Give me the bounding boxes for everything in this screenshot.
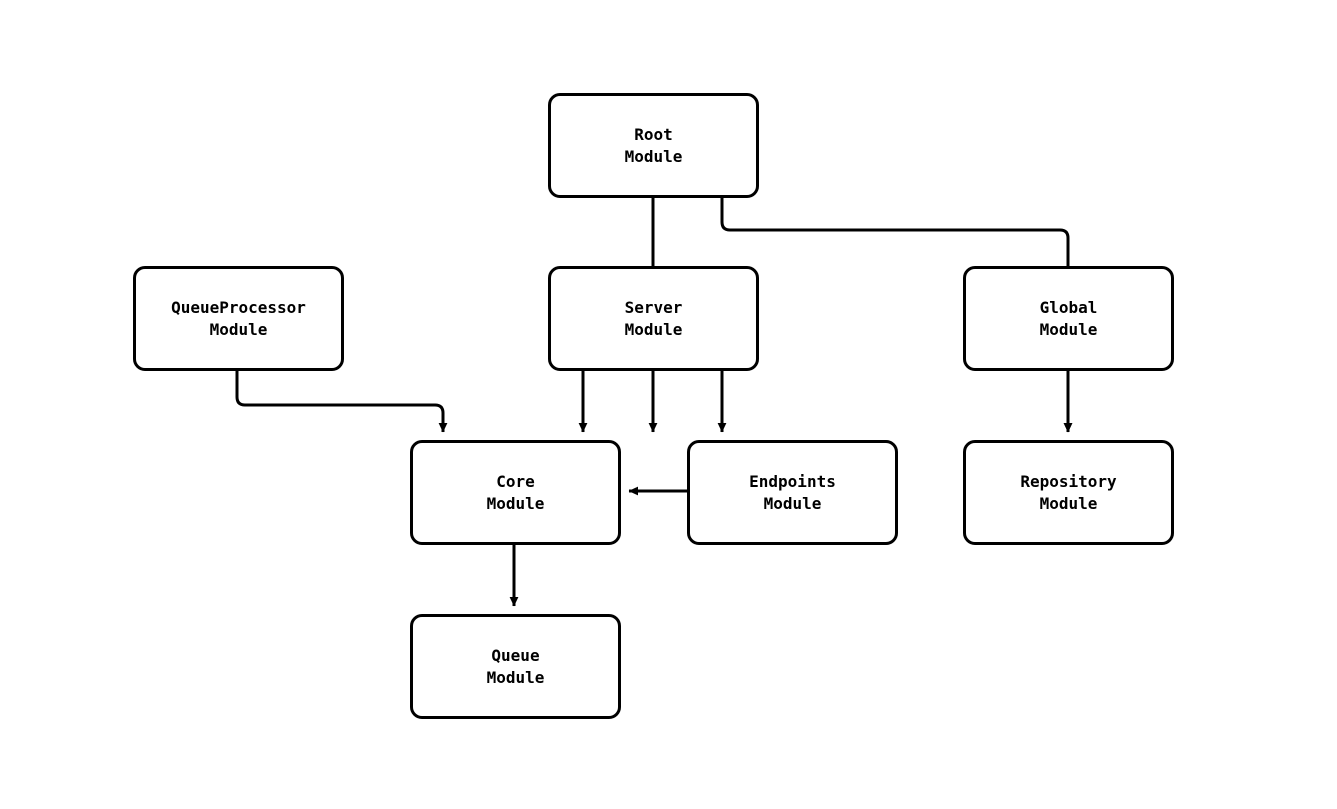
node-label-root: Root Module (624, 124, 683, 166)
node-global-module[interactable]: Global Module (963, 266, 1174, 371)
node-queue-module[interactable]: Queue Module (410, 614, 621, 719)
node-label-global: Global Module (1039, 297, 1098, 339)
node-label-queueprocessor: QueueProcessor Module (171, 297, 306, 339)
node-repository-module[interactable]: Repository Module (963, 440, 1174, 545)
node-queueprocessor-module[interactable]: QueueProcessor Module (133, 266, 344, 371)
node-endpoints-module[interactable]: Endpoints Module (687, 440, 898, 545)
node-core-module[interactable]: Core Module (410, 440, 621, 545)
node-label-core: Core Module (486, 471, 545, 513)
edge-queueprocessor-core (235, 371, 448, 433)
node-label-queue: Queue Module (486, 645, 545, 687)
node-root-module[interactable]: Root Module (548, 93, 759, 198)
node-label-server: Server Module (624, 297, 683, 339)
node-label-endpoints: Endpoints Module (749, 471, 836, 513)
node-server-module[interactable]: Server Module (548, 266, 759, 371)
node-label-repository: Repository Module (1020, 471, 1117, 513)
